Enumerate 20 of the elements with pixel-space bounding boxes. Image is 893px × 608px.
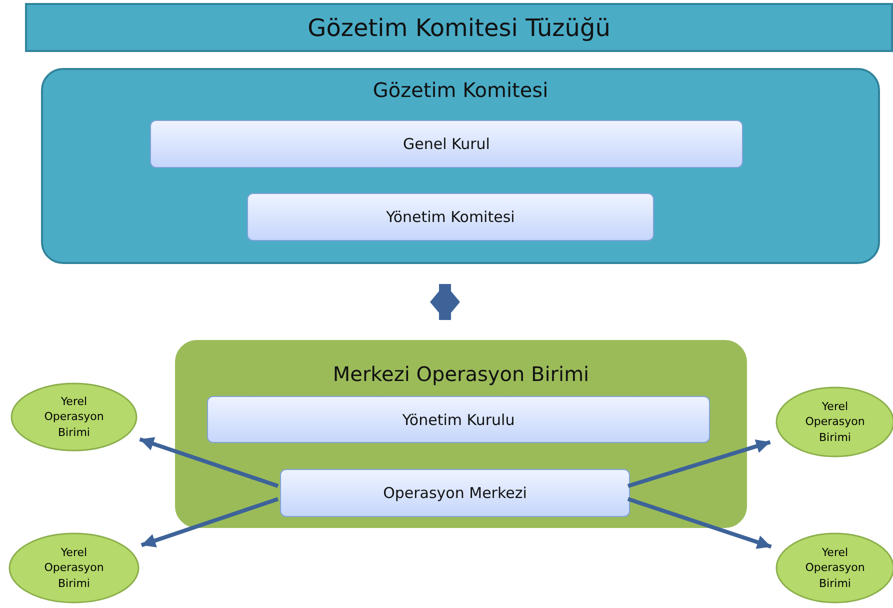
group-heading: Merkezi Operasyon Birimi xyxy=(332,362,590,386)
title-banner: Gözetim Komitesi Tüzüğü xyxy=(25,3,893,52)
arrow xyxy=(140,497,279,548)
group-panel xyxy=(175,340,747,528)
arrow xyxy=(139,437,279,488)
unit-label: Yerel Operasyon Birimi xyxy=(804,398,866,446)
arrow xyxy=(430,284,460,320)
unit-box: Yönetim Komitesi xyxy=(247,193,654,241)
unit-box: Yönetim Kurulu xyxy=(207,396,710,443)
unit-ellipse xyxy=(10,382,138,452)
unit-box: Operasyon Merkezi xyxy=(280,469,630,517)
arrow xyxy=(627,439,771,488)
unit-label: Yerel Operasyon Birimi xyxy=(804,544,866,592)
unit-label: Yerel Operasyon Birimi xyxy=(43,544,105,592)
unit-ellipse xyxy=(8,532,140,604)
unit-label: Yerel Operasyon Birimi xyxy=(43,394,105,440)
arrow xyxy=(627,497,772,549)
group-panel xyxy=(41,68,880,264)
unit-box: Genel Kurul xyxy=(150,120,743,168)
group-heading: Gözetim Komitesi xyxy=(372,78,548,102)
